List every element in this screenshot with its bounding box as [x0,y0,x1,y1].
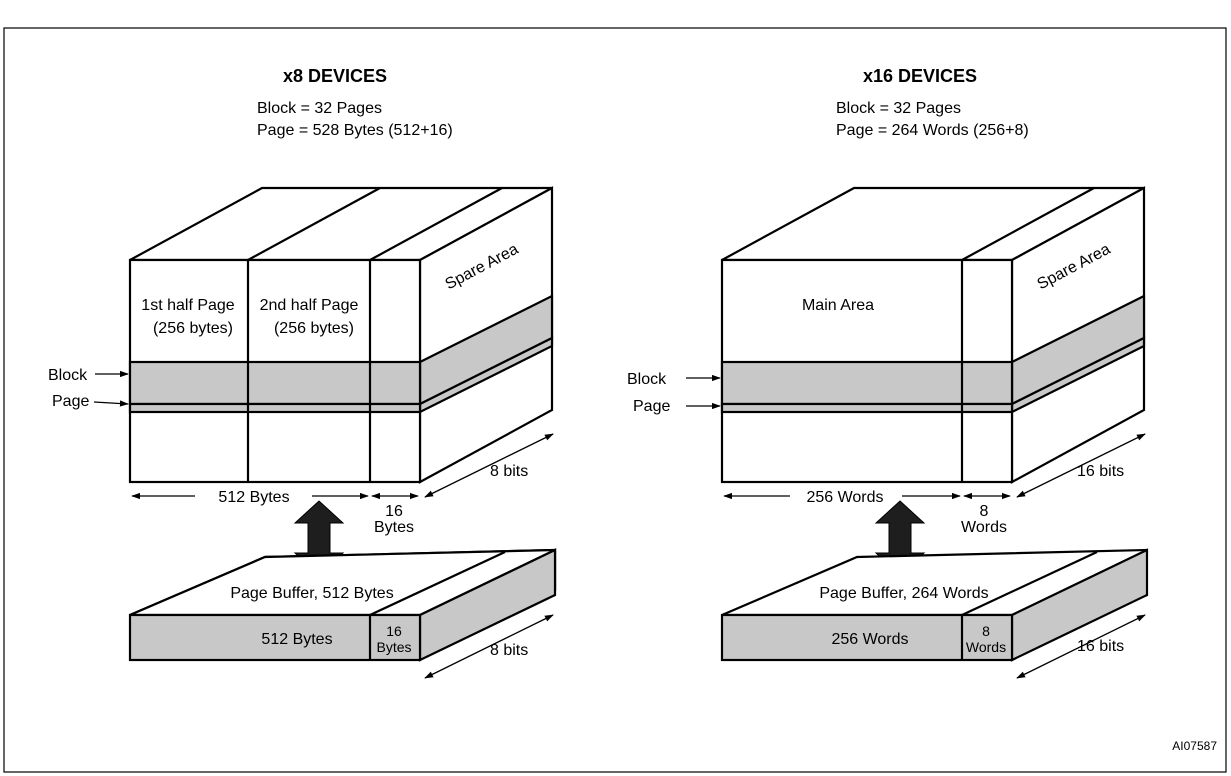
figure-code: AI07587 [1172,739,1217,753]
x16-spare-width-unit: Words [961,519,1007,536]
x8-main-width-label: 512 Bytes [218,489,289,506]
x8-first-half-line1: 1st half Page [141,297,235,314]
x16-page-label: Page [633,398,670,415]
x16-buffer-spare-num: 8 [982,623,990,639]
x8-memory-cube [128,186,554,484]
x8-buffer-depth-arrow [424,614,554,679]
x8-page-arrow [93,400,129,407]
x8-page-info: Page = 528 Bytes (512+16) [257,122,453,139]
x16-depth-label: 16 bits [1077,463,1124,480]
x8-first-half-line2: (256 bytes) [153,320,233,337]
x8-second-half-line1: 2nd half Page [260,297,359,314]
x16-spare-width-num: 8 [980,503,989,520]
x8-title: x8 DEVICES [283,66,387,86]
x16-page-info: Page = 264 Words (256+8) [836,122,1029,139]
x16-depth-arrow [1016,433,1146,498]
x8-buffer-spare-num: 16 [386,623,402,639]
x8-spare-width-num: 16 [385,503,403,520]
x16-memory-cube [720,186,1146,484]
x16-block-info: Block = 32 Pages [836,100,961,117]
x16-title: x16 DEVICES [863,66,977,86]
x16-buffer-title: Page Buffer, 264 Words [819,585,988,602]
x16-main-area-label: Main Area [802,297,874,314]
x16-block-label: Block [627,371,667,388]
x8-block-label: Block [48,367,88,384]
x8-buffer-spare-unit: Bytes [376,639,411,655]
x16-section: x16 DEVICES Block = 32 Pages Page = 264 … [627,66,1149,679]
x16-buffer-depth-arrow [1016,614,1146,679]
x16-buffer-main: 256 Words [831,631,908,648]
x8-buffer-title: Page Buffer, 512 Bytes [230,585,393,602]
figure-frame [3,27,1227,773]
x8-buffer-depth-label: 8 bits [490,642,528,659]
x8-depth-label: 8 bits [490,463,528,480]
x8-block-info: Block = 32 Pages [257,100,382,117]
x8-depth-arrow [424,433,554,498]
x16-buffer-spare-unit: Words [966,639,1006,655]
x16-main-width-label: 256 Words [806,489,883,506]
x8-buffer-main: 512 Bytes [261,631,332,648]
x8-spare-width-unit: Bytes [374,519,414,536]
x16-buffer-depth-label: 16 bits [1077,638,1124,655]
x8-second-half-line2: (256 bytes) [274,320,354,337]
x8-page-label: Page [52,393,89,410]
x8-section: x8 DEVICES Block = 32 Pages Page = 528 B… [48,66,557,679]
